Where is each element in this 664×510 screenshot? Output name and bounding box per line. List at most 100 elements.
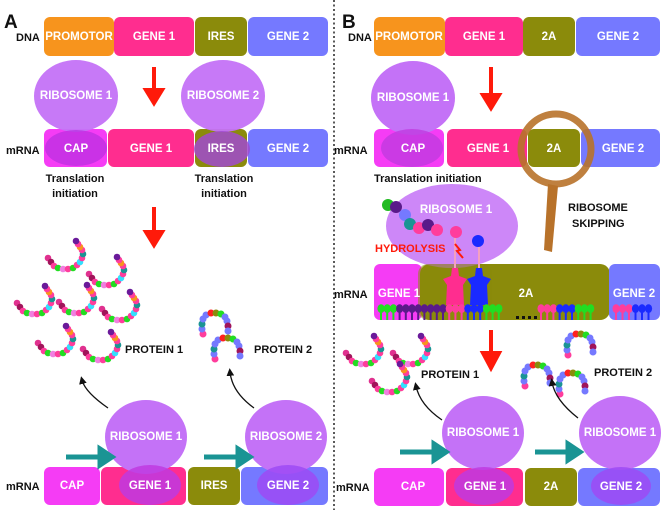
dna-gene2-label: GENE 2: [267, 31, 309, 43]
bottom-b-ribosome-1-overlap: [454, 467, 514, 505]
translation-arrow-b: [479, 330, 503, 373]
codon-mark: [495, 304, 503, 320]
nascent-peptide: [382, 199, 484, 247]
mrna-gene2-label: GENE 2: [267, 143, 309, 155]
bottom-b-2a-block: [525, 468, 577, 506]
amino-acid-bead: [210, 350, 218, 358]
amino-acid-bead: [520, 377, 528, 385]
transcription-arrow: [142, 67, 166, 107]
skip-ribosome-label: RIBOSOME 1: [420, 204, 493, 216]
dna-b-2a-label: 2A: [542, 31, 557, 43]
codon-mark: [587, 304, 595, 320]
amino-acid-bead: [589, 348, 597, 356]
amino-acid-bead: [572, 330, 580, 338]
mrna-b-gene1-block: [447, 129, 527, 167]
release-arrow-2: [226, 368, 255, 409]
bottom-b-gene2-label: GENE 2: [600, 481, 642, 493]
codon-mark: [619, 304, 627, 320]
amino-acid-bead: [75, 309, 83, 317]
amino-acid-bead: [89, 355, 97, 363]
initiation-2-line1: Translation: [195, 173, 254, 185]
amino-acid-bead: [236, 347, 244, 355]
amino-acid-bead: [113, 253, 121, 261]
amino-acid-bead: [563, 346, 571, 354]
codon-mark: [433, 304, 441, 320]
bottom-b-2a-label: 2A: [544, 481, 559, 493]
codon-mark: [414, 304, 422, 320]
amino-acid-bead: [390, 201, 402, 213]
panel-a-letter: A: [4, 12, 18, 33]
skipping-line2: SKIPPING: [572, 218, 625, 230]
amino-acid-bead: [357, 360, 365, 368]
initiation-1-line2: initiation: [52, 188, 98, 200]
bottom-b-ribosome-1-label: RIBOSOME 1: [447, 427, 520, 439]
mrna-b-cap-label: CAP: [401, 143, 426, 155]
protein-2-label: PROTEIN 2: [254, 344, 312, 356]
codon-mark: [580, 304, 588, 320]
mrna-gene2-block: [248, 129, 328, 167]
bottom-b-ribosome-2-overlap: [591, 467, 651, 505]
amino-acid-bead: [409, 360, 417, 368]
bottom-cap-block: [44, 467, 100, 505]
codon-row: [377, 304, 653, 320]
bottom-b-ribosome-1: [442, 396, 524, 470]
initiation-1-line1: Translation: [46, 173, 105, 185]
bottom-b-mrna-label: mRNA: [336, 482, 370, 494]
codon-mark: [377, 304, 385, 320]
dna-b-promotor-label: PROMOTOR: [375, 31, 443, 43]
dna-gene1-label: GENE 1: [133, 31, 176, 43]
dna-b-2a-block: [523, 17, 575, 56]
codon-mark: [482, 304, 490, 320]
bottom-ribosome-2-overlap: [257, 465, 319, 505]
amino-acid-bead: [108, 315, 116, 323]
bottom-ribosome-2: [245, 400, 327, 474]
magnifier-icon: [517, 110, 595, 252]
mrna-label: mRNA: [6, 145, 40, 157]
amino-acid-bead: [396, 360, 404, 368]
skip-gene1-label: GENE 1: [378, 288, 421, 300]
mrna-b-gene2-block: [581, 129, 660, 167]
mrna-cap-label: CAP: [64, 143, 89, 155]
ellipsis-dot: [528, 316, 531, 319]
dna-construct-b: PROMOTOR GENE 1 2A GENE 2: [374, 17, 660, 56]
codon-mark: [537, 304, 545, 320]
amino-acid-bead: [378, 387, 386, 395]
dna-label: DNA: [16, 32, 40, 44]
mrna-ires-label: IRES: [208, 143, 235, 155]
bottom-mrna-label: mRNA: [6, 481, 40, 493]
amino-acid-bead: [54, 350, 62, 358]
skip-2a-label: 2A: [519, 288, 534, 300]
bottom-cap-label: CAP: [60, 480, 85, 492]
amino-acid-bead: [59, 265, 67, 273]
codon-mark: [408, 304, 416, 320]
ribosome-2-overlap: [194, 131, 250, 167]
codon-mark: [420, 304, 428, 320]
amino-acid-bead: [224, 322, 232, 330]
mrna-label-b: mRNA: [334, 145, 368, 157]
codon-mark: [451, 304, 459, 320]
hydrolysis-label: HYDROLYSIS: [375, 243, 446, 255]
hydrolysis-bolt-icon: [454, 243, 464, 259]
amino-acid-bead: [126, 288, 134, 296]
ellipsis-dot: [534, 316, 537, 319]
bottom-gene1-label: GENE 1: [129, 480, 172, 492]
amino-acid-bead: [95, 280, 103, 288]
ellipsis-dot: [522, 316, 525, 319]
mrna-b-2a-label: 2A: [547, 143, 562, 155]
trna-icon: [467, 268, 491, 305]
bottom-b-cap-label: CAP: [401, 481, 426, 493]
ribosome-2: [181, 60, 265, 132]
amino-acid-bead: [417, 332, 425, 340]
amino-acid-bead: [105, 281, 113, 289]
codon-mark: [470, 304, 478, 320]
skip-ribosome: [386, 184, 518, 268]
bottom-ires-label: IRES: [201, 480, 228, 492]
bottom-ribosome-1-label: RIBOSOME 1: [110, 431, 183, 443]
codon-mark: [632, 304, 640, 320]
bottom-ribosome-1: [105, 400, 187, 474]
mrna-b-2a-block: [528, 129, 580, 167]
mrna-b-gene1-label: GENE 1: [467, 143, 510, 155]
codon-mark: [439, 304, 447, 320]
amino-acid-bead: [564, 369, 572, 377]
ribosome-direction-arrow-b2: [535, 439, 585, 465]
